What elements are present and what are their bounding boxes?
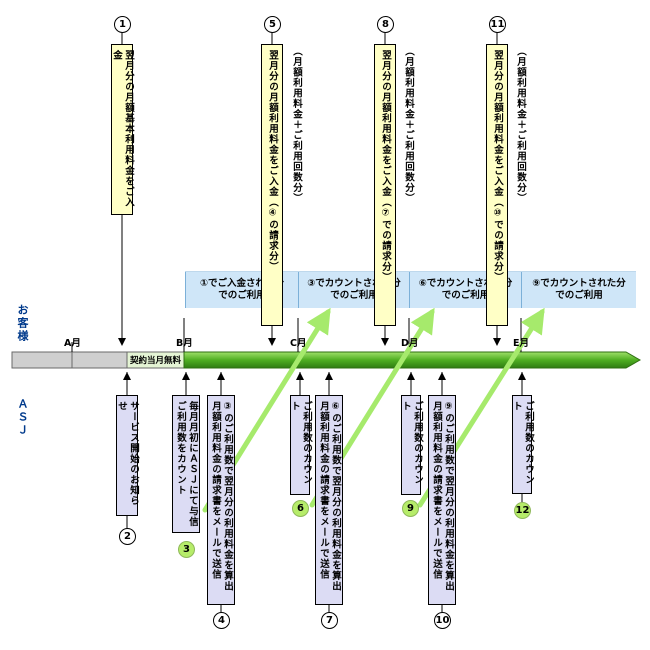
step-number-2: 2 [119, 528, 136, 545]
month-label-b: B月 [176, 338, 193, 349]
customer-step-1-text: 翌月分の月額基本利用料金をご入金 [111, 50, 134, 208]
asj-step-9-box: ご利用数のカウント [400, 395, 423, 495]
month-label-d: D月 [401, 338, 419, 349]
step-number-12: 12 [514, 502, 531, 519]
step-number-11: 11 [489, 16, 506, 33]
step-number-3: 3 [178, 541, 195, 558]
free-month-label: 契約当月無料 [130, 356, 182, 366]
asj-step-12-box: ご利用数のカウント [511, 395, 534, 494]
step-number-6: 6 [292, 500, 309, 517]
customer-step-11-box: 翌月分の月額利用料金をご入金（⑩での請求分） [486, 44, 508, 326]
step-number-7: 7 [321, 612, 338, 629]
customer-step-8-note: （月額利用料金＋ご利用回数分） [402, 44, 414, 208]
asj-step-3-text: 毎月月初にＡＳＪにて与信ご利用数をカウント [175, 401, 198, 527]
customer-step-11-text: 翌月分の月額利用料金をご入金（⑩での請求分） [492, 50, 503, 283]
asj-step-2-text: サービス開始のお知らせ [116, 401, 139, 506]
customer-step-5-note-text: （月額利用料金＋ご利用回数分） [291, 46, 302, 204]
asj-step-9-text: ご利用数のカウント [400, 401, 423, 485]
step-number-8: 8 [377, 16, 394, 33]
asj-step-10-box: ⑨のご利用数で翌月分の利用料金を算出月額利用料金の請求書をメールで送信 [428, 395, 456, 605]
customer-step-8-box: 翌月分の月額利用料金をご入金（⑦での請求分） [374, 44, 396, 326]
month-label-e: E月 [513, 338, 529, 349]
asj-step-7-box: ⑥のご利用数で翌月分の利用料金を算出月額利用料金の請求書をメールで送信 [315, 395, 343, 605]
asj-step-6-text: ご利用数のカウント [289, 401, 312, 485]
asj-step-4-box: ③のご利用数で翌月分の利用料金を算出月額利用料金の請求書をメールで送信 [207, 395, 235, 605]
usage-box-label: ①でご入金された分でのご利用 [199, 278, 285, 301]
step-number-10: 10 [434, 612, 451, 629]
usage-box-label: ⑥でカウントされた分でのご利用 [418, 278, 513, 301]
customer-side-label: お客様 [16, 304, 29, 343]
customer-step-11-note-text: （月額利用料金＋ご利用回数分） [515, 46, 526, 204]
step-number-1: 1 [114, 16, 131, 33]
asj-step-6-box: ご利用数のカウント [289, 395, 312, 495]
asj-step-10-text: ⑨のご利用数で翌月分の利用料金を算出月額利用料金の請求書をメールで送信 [431, 401, 454, 592]
usage-box-label: ③でカウントされた分でのご利用 [307, 278, 401, 301]
customer-step-5-box: 翌月分の月額利用料金をご入金（④の請求分） [261, 44, 283, 326]
usage-box-e: ⑨でカウントされた分でのご利用 [521, 272, 636, 308]
month-label-c: C月 [290, 338, 307, 349]
customer-step-1-box: 翌月分の月額基本利用料金をご入金 [111, 44, 134, 215]
asj-step-3-box: 毎月月初にＡＳＪにて与信ご利用数をカウント [172, 395, 200, 533]
customer-step-11-note: （月額利用料金＋ご利用回数分） [514, 44, 526, 208]
asj-step-2-box: サービス開始のお知らせ [116, 395, 139, 516]
month-label-a: A月 [64, 338, 81, 349]
asj-step-7-text: ⑥のご利用数で翌月分の利用料金を算出月額利用料金の請求書をメールで送信 [318, 401, 341, 592]
step-number-4: 4 [213, 612, 230, 629]
asj-side-label: ＡＳＪ [16, 398, 29, 437]
customer-step-8-text: 翌月分の月額利用料金をご入金（⑦での請求分） [380, 50, 391, 283]
usage-box-label: ⑨でカウントされた分でのご利用 [532, 278, 626, 301]
asj-step-4-text: ③のご利用数で翌月分の利用料金を算出月額利用料金の請求書をメールで送信 [210, 401, 233, 592]
customer-step-8-note-text: （月額利用料金＋ご利用回数分） [403, 46, 414, 204]
step-number-9: 9 [402, 500, 419, 517]
step-number-5: 5 [264, 16, 281, 33]
asj-step-12-text: ご利用数のカウント [511, 401, 534, 485]
customer-step-5-note: （月額利用料金＋ご利用回数分） [290, 44, 302, 208]
customer-step-5-text: 翌月分の月額利用料金をご入金（④の請求分） [267, 50, 278, 272]
